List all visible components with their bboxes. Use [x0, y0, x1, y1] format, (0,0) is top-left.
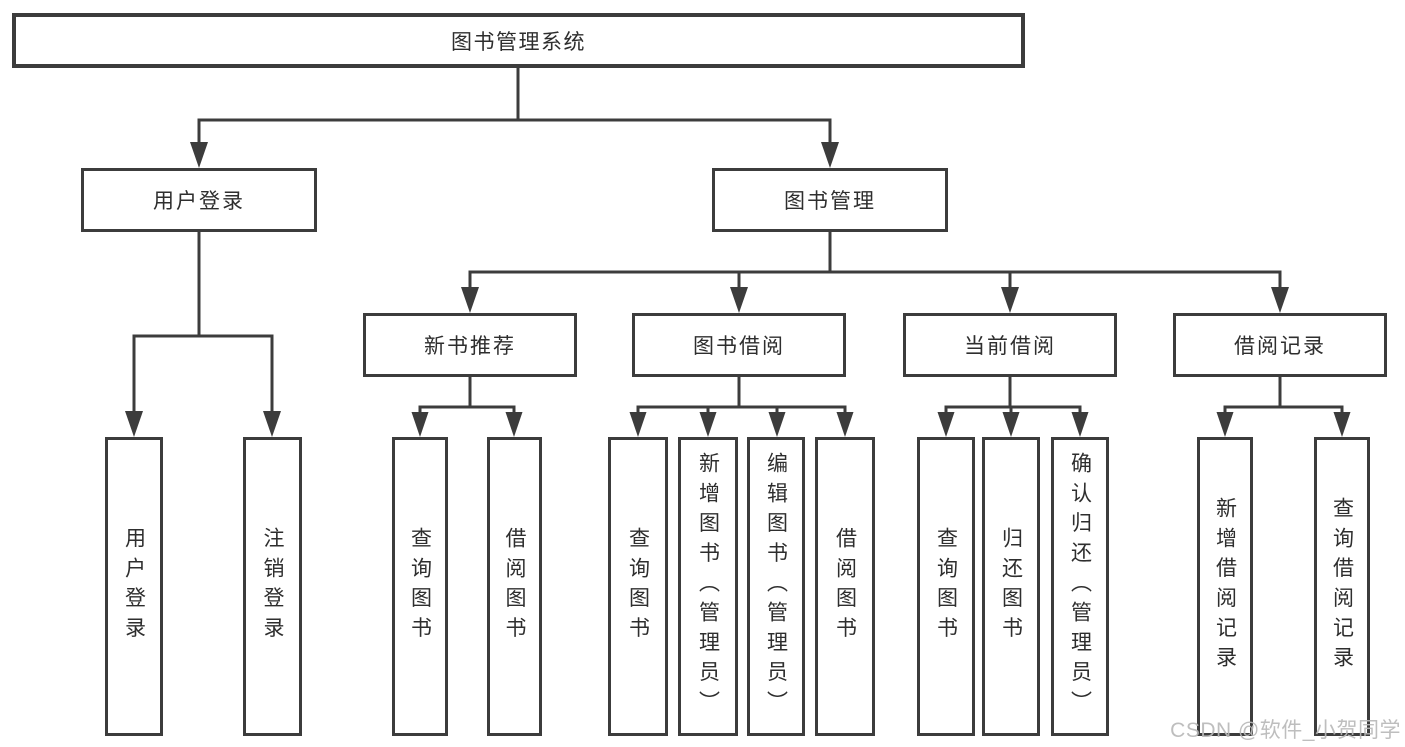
leaf-add-book-admin: 新增图书（管理员）	[678, 437, 738, 736]
arrow-leaf-return-book	[1002, 412, 1020, 437]
connector-new-book-recommend-branch	[418, 377, 516, 425]
leaf-query-books-2: 查询图书	[608, 437, 668, 736]
arrow-leaf-confirm-return	[1071, 412, 1089, 437]
leaf-add-borrow-record: 新增借阅记录	[1197, 437, 1253, 736]
arrow-book-management	[821, 142, 839, 168]
arrow-leaf-query-books-3	[937, 412, 955, 437]
leaf-query-books-1: 查询图书	[392, 437, 448, 736]
node-book-borrow: 图书借阅	[632, 313, 846, 377]
connector-book-borrow-branch	[636, 377, 847, 425]
leaf-confirm-return-admin: 确认归还（管理员）	[1051, 437, 1109, 736]
arrow-leaf-query-books-2	[629, 412, 647, 437]
leaf-logout: 注销登录	[243, 437, 302, 736]
arrow-leaf-add-borrow-record	[1216, 412, 1234, 437]
connector-root-to-level2	[197, 68, 832, 158]
arrow-leaf-borrow-books-1	[505, 412, 523, 437]
arrow-current-borrow	[1001, 287, 1019, 313]
arrow-leaf-borrow-books-2	[836, 412, 854, 437]
leaf-query-borrow-record: 查询借阅记录	[1314, 437, 1370, 736]
arrow-new-book-recommend	[461, 287, 479, 313]
arrow-leaf-user-login	[125, 411, 143, 437]
node-current-borrow: 当前借阅	[903, 313, 1117, 377]
leaf-return-book: 归还图书	[982, 437, 1040, 736]
node-root: 图书管理系统	[12, 13, 1025, 68]
arrow-leaf-logout	[263, 411, 281, 437]
arrow-leaf-add-book	[699, 412, 717, 437]
connector-borrow-records-branch	[1223, 377, 1344, 425]
leaf-edit-book-admin: 编辑图书（管理员）	[747, 437, 805, 736]
leaf-borrow-books-2: 借阅图书	[815, 437, 875, 736]
arrow-leaf-edit-book	[768, 412, 786, 437]
arrow-borrow-records	[1271, 287, 1289, 313]
leaf-borrow-books-1: 借阅图书	[487, 437, 542, 736]
node-user-login: 用户登录	[81, 168, 317, 232]
connector-book-management-branch	[468, 232, 1282, 302]
connector-user-login-branch	[132, 232, 274, 425]
arrow-leaf-query-books-1	[411, 412, 429, 437]
node-new-book-recommend: 新书推荐	[363, 313, 577, 377]
arrow-user-login	[190, 142, 208, 168]
node-borrow-records: 借阅记录	[1173, 313, 1387, 377]
arrow-book-borrow	[730, 287, 748, 313]
leaf-query-books-3: 查询图书	[917, 437, 975, 736]
node-book-management: 图书管理	[712, 168, 948, 232]
leaf-user-login: 用户登录	[105, 437, 163, 736]
arrow-leaf-query-borrow-record	[1333, 412, 1351, 437]
